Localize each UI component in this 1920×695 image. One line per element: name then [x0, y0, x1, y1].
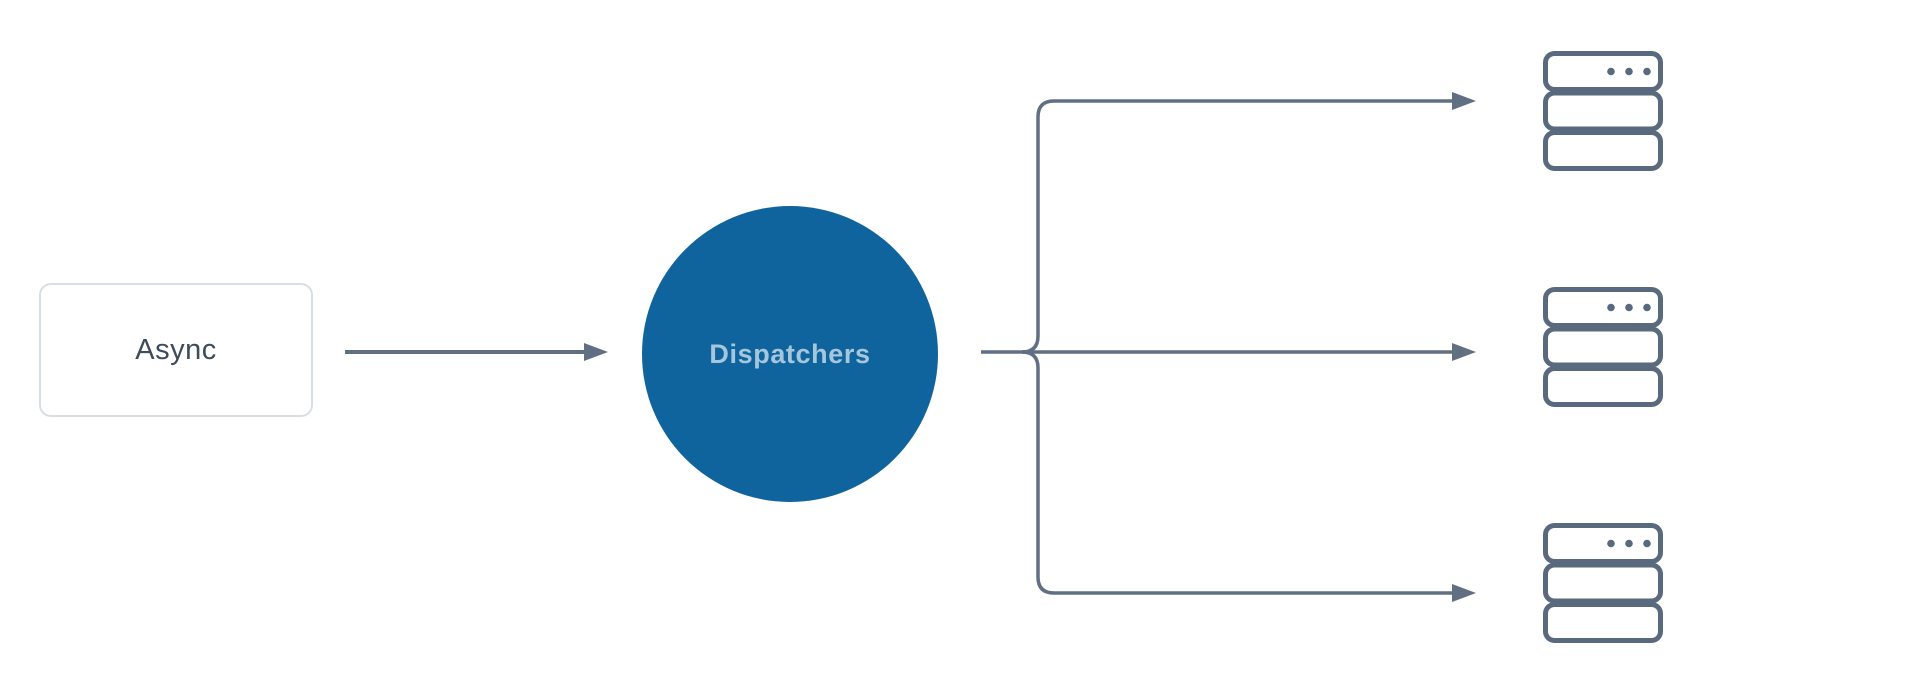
async-node: Async — [39, 283, 313, 417]
fork-upper-branch — [1021, 99, 1452, 354]
arrow-right-icon — [1452, 584, 1476, 602]
dispatchers-node: Dispatchers — [642, 206, 938, 502]
server-stack-icon-top — [1546, 54, 1661, 169]
arrow-right-icon — [584, 343, 608, 361]
async-node-label: Async — [135, 333, 217, 366]
server-stack-icon-bottom — [1546, 526, 1661, 641]
server-stack-icon-middle — [1546, 290, 1661, 405]
arrow-right-icon — [1452, 343, 1476, 361]
fork-lower-branch — [1021, 350, 1452, 595]
dispatchers-node-label: Dispatchers — [709, 338, 871, 369]
arrow-right-icon — [1452, 92, 1476, 110]
